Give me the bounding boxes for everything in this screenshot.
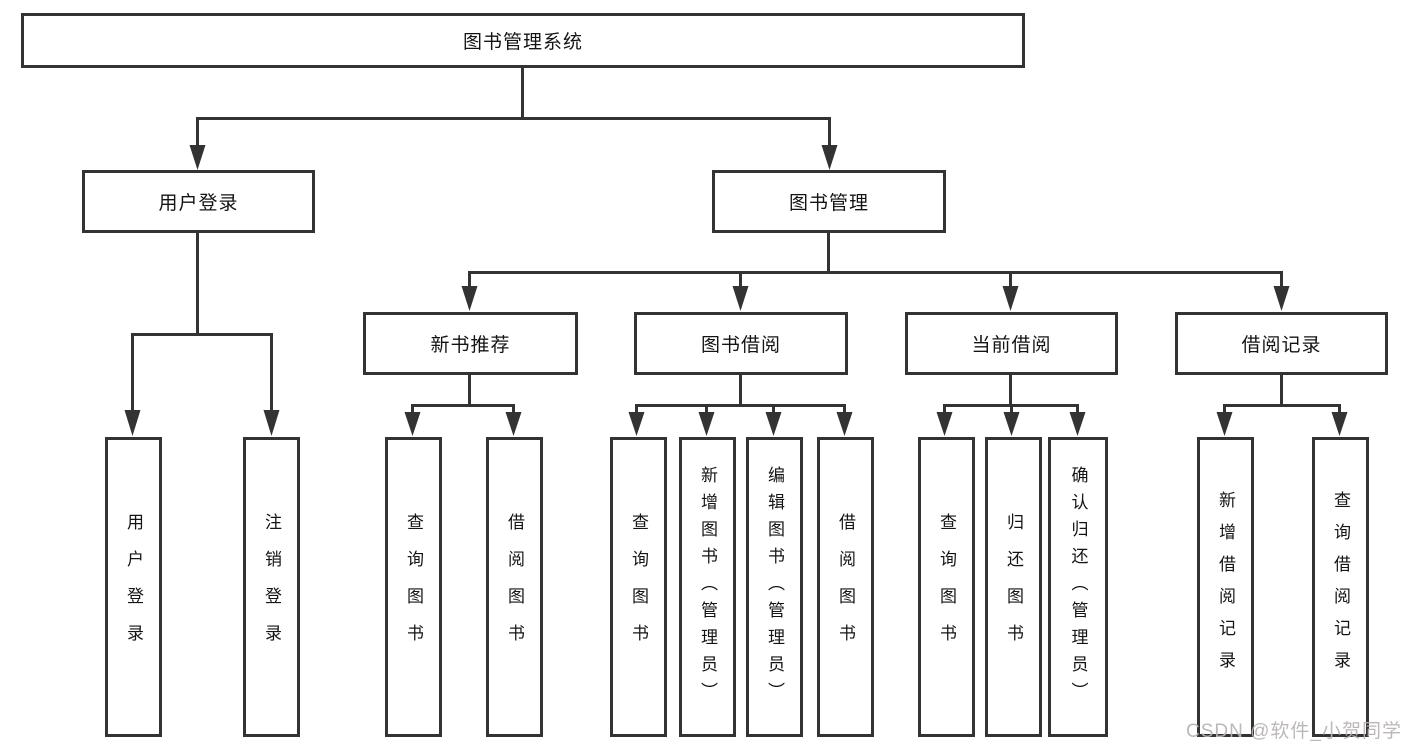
leaf-query-borrow-record-label: 查询借阅记录	[1331, 491, 1350, 683]
arrow-down-icon	[404, 412, 421, 436]
leaf-query-books-borrow-label: 查询图书	[629, 513, 648, 661]
arrow-down-icon	[461, 286, 478, 311]
leaf-confirm-return-admin-label: 确认归还（管理员）	[1068, 465, 1088, 709]
csdn-watermark: CSDN @软件_小贺同学	[1186, 721, 1402, 742]
leaf-user-login-label: 用户登录	[124, 513, 143, 661]
arrow-down-icon	[1002, 286, 1019, 311]
arrow-down-icon	[263, 410, 280, 436]
node-book-management-label: 图书管理	[788, 193, 869, 214]
arrow-down-icon	[124, 410, 141, 436]
leaf-edit-books-admin-label: 编辑图书（管理员）	[765, 465, 784, 709]
leaf-add-borrow-record-label: 新增借阅记录	[1216, 491, 1235, 683]
arrow-down-icon	[1216, 412, 1233, 436]
leaf-query-books-borrow: 查询图书	[610, 437, 667, 737]
leaf-borrow-books-recommend: 借阅图书	[486, 437, 543, 737]
leaf-query-books-current: 查询图书	[918, 437, 975, 737]
node-current-borrow-label: 当前借阅	[971, 335, 1052, 356]
leaf-borrow-books-label: 借阅图书	[836, 513, 855, 661]
arrow-down-icon	[1273, 286, 1290, 311]
leaf-logout-label: 注销登录	[262, 513, 281, 661]
node-root: 图书管理系统	[21, 13, 1025, 68]
arrow-down-icon	[936, 412, 953, 436]
leaf-edit-books-admin: 编辑图书（管理员）	[746, 437, 803, 737]
leaf-query-borrow-record: 查询借阅记录	[1312, 437, 1369, 737]
node-borrow-records: 借阅记录	[1175, 312, 1388, 375]
arrow-down-icon	[1069, 412, 1086, 436]
arrow-down-icon	[1003, 412, 1020, 436]
node-new-book-recommend: 新书推荐	[363, 312, 578, 375]
leaf-confirm-return-admin: 确认归还（管理员）	[1048, 437, 1108, 737]
node-current-borrow: 当前借阅	[905, 312, 1118, 375]
leaf-borrow-books: 借阅图书	[817, 437, 874, 737]
arrow-down-icon	[189, 145, 206, 170]
arrow-down-icon	[732, 286, 749, 311]
arrow-down-icon	[821, 145, 838, 170]
arrow-down-icon	[836, 412, 853, 436]
leaf-add-books-admin: 新增图书（管理员）	[679, 437, 736, 737]
arrow-down-icon	[765, 412, 782, 436]
arrow-down-icon	[698, 412, 715, 436]
arrow-down-icon	[505, 412, 522, 436]
node-new-book-recommend-label: 新书推荐	[430, 335, 511, 356]
leaf-add-books-admin-label: 新增图书（管理员）	[698, 465, 717, 709]
node-user-login: 用户登录	[82, 170, 315, 233]
node-book-borrow-label: 图书借阅	[700, 335, 781, 356]
node-user-login-label: 用户登录	[158, 193, 239, 214]
leaf-query-books-current-label: 查询图书	[937, 513, 956, 661]
leaf-borrow-books-recommend-label: 借阅图书	[505, 513, 524, 661]
arrow-down-icon	[1331, 412, 1348, 436]
leaf-return-books-label: 归还图书	[1004, 513, 1023, 661]
node-root-label: 图书管理系统	[462, 32, 583, 53]
node-book-borrow: 图书借阅	[634, 312, 848, 375]
leaf-query-books-recommend: 查询图书	[385, 437, 442, 737]
arrow-down-icon	[628, 412, 645, 436]
leaf-logout: 注销登录	[243, 437, 300, 737]
node-borrow-records-label: 借阅记录	[1241, 335, 1322, 356]
node-book-management: 图书管理	[712, 170, 946, 233]
leaf-return-books: 归还图书	[985, 437, 1042, 737]
leaf-add-borrow-record: 新增借阅记录	[1197, 437, 1254, 737]
leaf-query-books-recommend-label: 查询图书	[404, 513, 423, 661]
leaf-user-login: 用户登录	[105, 437, 162, 737]
